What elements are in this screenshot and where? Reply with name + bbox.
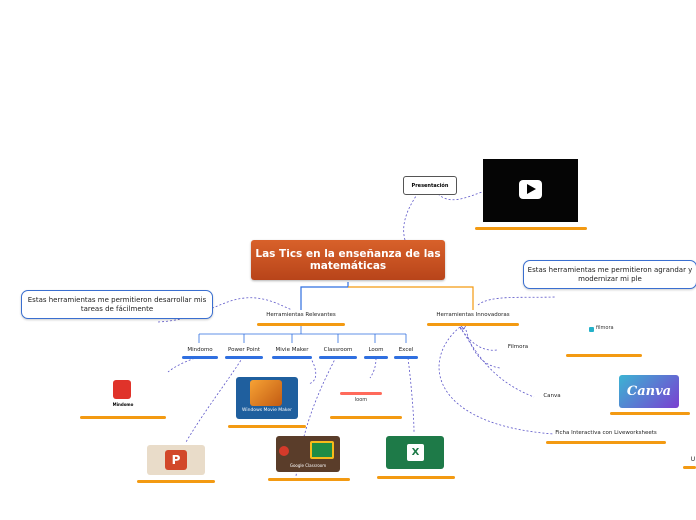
central-topic[interactable]: Las Tics en la enseñanza de las matemáti… [251,240,445,280]
tool-loom-underline [364,356,388,359]
canva-image: Canva [619,375,679,408]
canva-logo-text: Canva [626,384,672,399]
powerpoint-image: P [147,445,205,475]
tool-classroom[interactable]: Classroom [319,347,357,353]
tool-mindomo-underline [182,356,218,359]
presentation-node[interactable]: Presentación [403,176,457,195]
moviemaker-image: Windows Movie Maker [236,377,298,419]
tool-liveworksheets[interactable]: Ficha Interactiva con Liveworksheets [550,430,662,436]
tool-canva-label: Canva [543,393,561,399]
video-underline [475,227,587,230]
edge-fragment-underline [683,466,696,469]
tool-excel-underline [394,356,418,359]
tool-loom[interactable]: Loom [364,347,388,353]
branch-relevant-underline [257,323,345,326]
loom-logo-image: loom [340,388,382,410]
central-topic-label: Las Tics en la enseñanza de las matemáti… [255,248,441,272]
tool-loom-label: Loom [368,347,384,353]
powerpoint-icon: P [165,450,187,470]
branch-innovative-underline [427,323,519,326]
note-right-text: Estas herramientas me permitieron agrand… [527,265,693,283]
classroom-board-icon [310,441,334,459]
branch-innovative[interactable]: Herramientas Innovadoras [427,312,519,318]
tool-moviemaker[interactable]: Mivie Maker [272,347,312,353]
tool-classroom-label: Classroom [323,347,353,353]
mindomo-logo-image: Mindomo [108,378,138,410]
edge-fragment-text: U [690,456,696,463]
note-right[interactable]: Estas herramientas me permitieron agrand… [523,260,696,289]
filmora-icon [589,327,594,332]
tool-powerpoint-label: Power Point [227,347,261,353]
tool-classroom-underline [319,356,357,359]
note-left[interactable]: Estas herramientas me permitieron desarr… [21,290,213,319]
powerpoint-image-underline [137,480,215,483]
tool-excel[interactable]: Excel [394,347,418,353]
classroom-logo-text: Google Classroom [289,463,327,468]
canva-image-underline [610,412,690,415]
tool-liveworksheets-label: Ficha Interactiva con Liveworksheets [555,430,657,436]
film-reel-icon [250,380,282,406]
tool-liveworksheets-underline [546,441,666,444]
branch-relevant-label: Herramientas Relevantes [266,312,336,318]
branch-relevant[interactable]: Herramientas Relevantes [258,312,344,318]
tool-filmora[interactable]: Filmora [499,344,537,350]
tool-filmora-label: Filmora [507,344,529,350]
tool-powerpoint[interactable]: Power Point [225,347,263,353]
classroom-image-underline [268,478,350,481]
tool-canva[interactable]: Canva [536,393,568,399]
loom-logo-text: loom [354,397,368,403]
branch-innovative-label: Herramientas Innovadoras [436,312,510,318]
presentation-label: Presentación [411,182,449,189]
tool-excel-label: Excel [398,347,414,353]
tool-mindomo[interactable]: Mindomo [182,347,218,353]
play-triangle-icon [527,184,536,194]
mindomo-logo-text: Mindomo [112,402,134,407]
tool-mindomo-label: Mindomo [187,347,213,353]
excel-image-underline [377,476,455,479]
loom-image-underline [330,416,402,419]
apple-icon [279,446,289,456]
filmora-image-underline [566,354,642,357]
tool-powerpoint-underline [225,356,263,359]
tool-moviemaker-label: Mivie Maker [275,347,309,353]
moviemaker-image-underline [228,425,306,428]
note-left-text: Estas herramientas me permitieron desarr… [27,295,207,313]
loom-line-icon [340,392,382,395]
tool-moviemaker-underline [272,356,312,359]
excel-icon: X [407,444,424,461]
classroom-image: Google Classroom [276,436,340,472]
edge-fragment: U [690,456,696,463]
mindomo-image-underline [80,416,166,419]
excel-image: X [386,436,444,469]
filmora-logo-text: filmora [596,325,614,331]
mindomo-icon [113,380,131,399]
moviemaker-logo-text: Windows Movie Maker [242,408,292,413]
filmora-logo-image: filmora [585,324,625,336]
